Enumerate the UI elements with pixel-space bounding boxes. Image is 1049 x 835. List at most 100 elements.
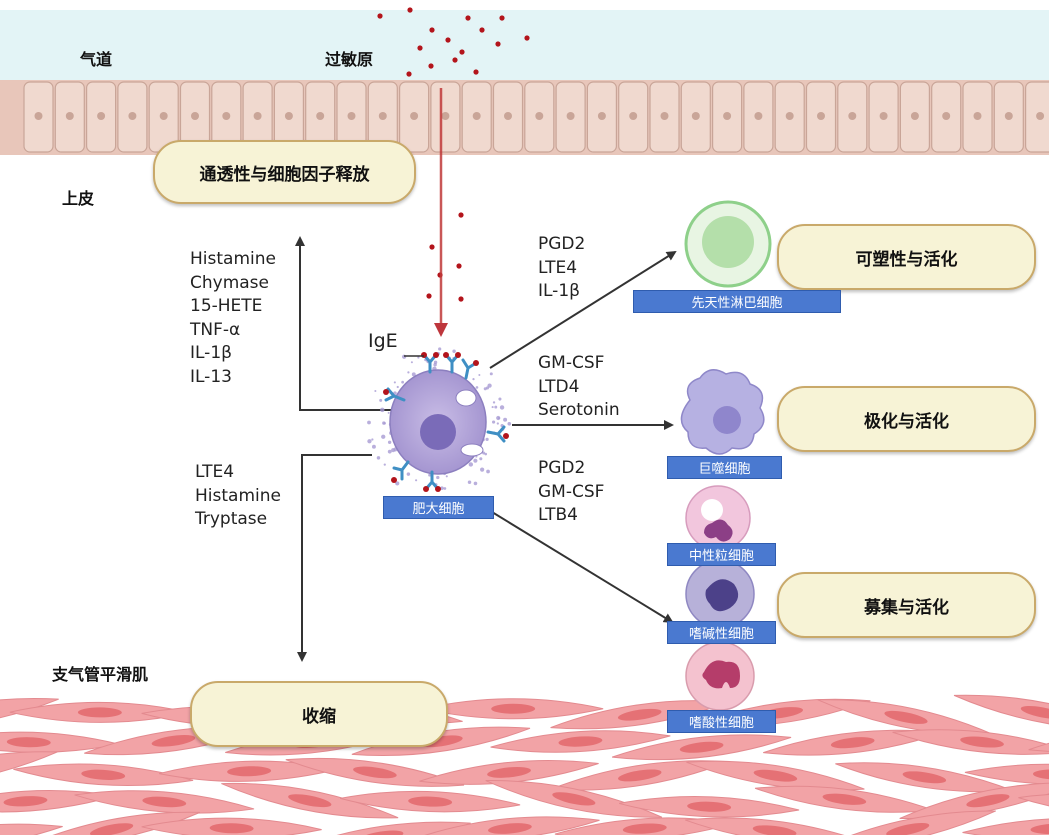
allergen-dot — [429, 27, 435, 33]
allergen-dot — [445, 37, 451, 43]
mediator-item: GM-CSF — [538, 353, 605, 373]
muscle-cell — [285, 757, 465, 787]
mediator-item: IL-1β — [190, 343, 232, 363]
allergen-dot — [406, 71, 412, 77]
mediators-epithelium: Histamine Chymase 15-HETE TNF-α IL-1β IL… — [190, 248, 276, 389]
allergen-dot — [458, 296, 464, 302]
muscle-cell — [420, 816, 600, 835]
mediators-muscle: LTE4 Histamine Tryptase — [195, 461, 281, 532]
muscle-cell — [819, 810, 996, 835]
mediator-item: Chymase — [190, 272, 269, 293]
muscle-cell — [485, 780, 663, 818]
muscle-cell — [892, 729, 1049, 755]
mediator-item: Histamine — [195, 485, 281, 506]
muscle-cell — [962, 818, 1049, 835]
muscle-cell — [685, 817, 865, 835]
ige-label: IgE — [368, 330, 398, 352]
muscle-cell — [423, 698, 604, 720]
mediator-item: IL-13 — [190, 366, 232, 387]
mediator-item: GM-CSF — [538, 481, 605, 502]
muscle-cell — [490, 730, 671, 753]
muscle-cell — [141, 817, 322, 835]
muscle-cell — [340, 790, 521, 813]
mediators-macrophage: GM-CSF LTD4 Serotonin — [538, 352, 620, 423]
smooth-muscle-label: 支气管平滑肌 — [52, 665, 149, 684]
allergen-dot — [495, 41, 501, 47]
muscle-cell — [221, 782, 399, 819]
innate-lymphoid-cell — [684, 200, 772, 288]
allergen-dot — [426, 293, 432, 299]
allergen-dot — [377, 13, 383, 19]
tag-mast-cell: 肥大细胞 — [383, 496, 494, 519]
mediators-ilc: PGD2 LTE4 IL-1β — [538, 233, 585, 304]
allergen-dot — [473, 69, 479, 75]
muscle-cell — [0, 697, 59, 730]
pill-plasticity: 可塑性与活化 — [777, 224, 1036, 290]
muscle-cell — [619, 795, 800, 818]
tag-neutrophil: 中性粒细胞 — [667, 543, 776, 566]
muscle-cell — [292, 821, 471, 835]
mediator-item: Serotonin — [538, 400, 620, 420]
allergen-dot — [524, 35, 530, 41]
muscle-cell — [611, 734, 792, 761]
pill-permeability: 通透性与细胞因子释放 — [153, 140, 416, 204]
tag-eosinophil: 嗜酸性细胞 — [667, 710, 776, 733]
mediator-item: IL-1β — [538, 281, 580, 301]
muscle-cell — [74, 790, 255, 814]
arrow-to-granulocytes — [491, 511, 674, 624]
muscle-cell — [754, 785, 934, 813]
macrophage-cell — [680, 369, 765, 455]
basophil-cell — [685, 559, 755, 629]
mediator-item: Histamine — [190, 249, 276, 269]
allergen-dot — [428, 63, 434, 69]
tag-ilc: 先天性淋巴细胞 — [633, 290, 841, 313]
allergen-dot — [458, 212, 464, 218]
tag-macrophage: 巨噬细胞 — [667, 456, 782, 479]
mast-cell — [367, 347, 512, 492]
arrow-to-muscle — [297, 454, 372, 662]
pill-contraction: 收缩 — [190, 681, 448, 747]
muscle-cell — [0, 823, 63, 835]
allergen-dot — [456, 263, 462, 269]
airway-lumen — [0, 0, 1049, 95]
mediator-item: 15-HETE — [190, 296, 263, 316]
allergen-dot — [407, 7, 413, 13]
muscle-cell — [964, 763, 1049, 785]
muscle-cell — [686, 760, 865, 791]
tag-basophil: 嗜碱性细胞 — [667, 621, 776, 644]
smooth-muscle-layer — [0, 694, 1049, 835]
pill-polarization: 极化与活化 — [777, 386, 1036, 452]
allergen-dot — [417, 45, 423, 51]
epithelium-label: 上皮 — [62, 189, 95, 208]
mediator-item: TNF-α — [190, 319, 241, 340]
allergen-label: 过敏原 — [325, 50, 374, 69]
muscle-cell — [23, 811, 201, 835]
mediator-item: LTB4 — [538, 505, 578, 525]
epithelial-cell-layer — [0, 80, 1049, 155]
allergen-dot — [499, 15, 505, 21]
muscle-cell — [0, 751, 58, 787]
muscle-cell — [13, 763, 194, 787]
muscle-cell — [419, 759, 599, 785]
mediator-item: LTD4 — [538, 376, 580, 397]
allergen-dot — [429, 244, 435, 250]
mediators-granulocytes: PGD2 GM-CSF LTB4 — [538, 457, 604, 528]
mediator-item: PGD2 — [538, 234, 586, 254]
arrow-to-epithelium — [295, 236, 398, 411]
mediator-item: PGD2 — [538, 458, 586, 478]
muscle-cell — [953, 694, 1049, 731]
allergen-dot — [479, 27, 485, 33]
muscle-cell — [9, 701, 190, 723]
allergen-dot — [459, 49, 465, 55]
eosinophil-cell — [685, 641, 755, 711]
pill-recruitment: 募集与活化 — [777, 572, 1036, 638]
mediator-item: Tryptase — [195, 509, 268, 529]
airway-label: 气道 — [80, 50, 113, 69]
allergen-dot — [465, 15, 471, 21]
arrow-to-ilc — [489, 250, 677, 369]
mediator-item: LTE4 — [195, 462, 235, 482]
neutrophil-cell — [685, 485, 751, 551]
allergen-dot — [452, 57, 458, 63]
mediator-item: LTE4 — [538, 257, 578, 278]
